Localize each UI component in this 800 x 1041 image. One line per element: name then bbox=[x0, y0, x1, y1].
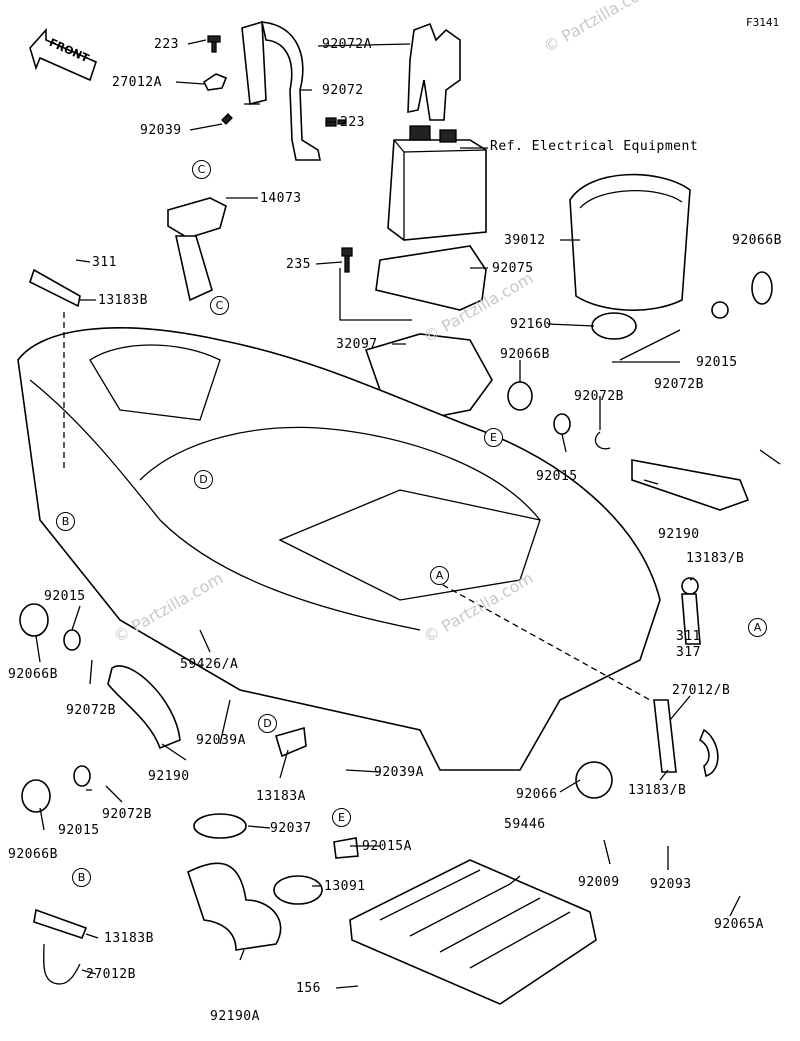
leader-lines bbox=[35, 39, 781, 989]
intake-duct-part bbox=[167, 197, 227, 302]
ref-marker-c: C bbox=[210, 296, 229, 315]
callout-92015-right: 92015 bbox=[696, 355, 738, 370]
ride-plate-part bbox=[349, 859, 597, 1005]
callout-92066b-left2: 92066B bbox=[8, 847, 58, 862]
hose-part bbox=[631, 459, 750, 511]
reference-note: Ref. Electrical Equipment bbox=[490, 139, 699, 154]
strap-13183-part bbox=[653, 699, 677, 773]
callout-235: 235 bbox=[286, 257, 311, 272]
ref-marker-a: A bbox=[430, 566, 449, 585]
callout-13183b-left: 13183B bbox=[104, 931, 154, 946]
callout-92072b-left: 92072B bbox=[66, 703, 116, 718]
flange-part bbox=[575, 761, 613, 799]
battery-part bbox=[387, 125, 487, 241]
clip-92072b-part bbox=[594, 431, 611, 450]
strap-13183b-top-part bbox=[29, 268, 81, 308]
callout-92015a: 92015A bbox=[362, 839, 412, 854]
strap-part bbox=[407, 22, 461, 121]
callout-13183a: 13183A bbox=[256, 789, 306, 804]
callout-92065a: 92065A bbox=[714, 917, 764, 932]
clamp-part bbox=[193, 728, 719, 905]
callout-92075: 92075 bbox=[492, 261, 534, 276]
callout-223b: 223 bbox=[340, 115, 365, 130]
fitting-part bbox=[19, 271, 773, 813]
clip-part bbox=[202, 73, 228, 91]
callout-92190a: 92190A bbox=[210, 1009, 260, 1024]
strap-13183b-part bbox=[681, 593, 701, 645]
callout-13183-b: 13183/B bbox=[686, 551, 745, 566]
callout-92037: 92037 bbox=[270, 821, 312, 836]
callout-311: 311 bbox=[92, 255, 117, 270]
front-arrow-icon bbox=[29, 27, 97, 82]
callout-92066: 92066 bbox=[516, 787, 558, 802]
callout-13183-b2: 13183/B bbox=[628, 783, 687, 798]
callout-13091: 13091 bbox=[324, 879, 366, 894]
callout-156: 156 bbox=[296, 981, 321, 996]
callout-59426: 59426/A bbox=[180, 657, 239, 672]
callout-92190-left: 92190 bbox=[148, 769, 190, 784]
callout-27012b: 27012B bbox=[86, 967, 136, 982]
callout-92039a-mid: 92039A bbox=[374, 765, 424, 780]
ref-marker-d: D bbox=[258, 714, 277, 733]
callout-92072b-mid: 92072B bbox=[574, 389, 624, 404]
ref-marker-e: E bbox=[332, 808, 351, 827]
callout-92066b-mid: 92066B bbox=[500, 347, 550, 362]
callout-92072a: 92072A bbox=[322, 37, 372, 52]
bracket-13183a-part bbox=[275, 726, 307, 758]
callout-27012-b: 27012/B bbox=[672, 683, 731, 698]
ref-marker-b: B bbox=[56, 512, 75, 531]
callout-92015-left: 92015 bbox=[44, 589, 86, 604]
callout-32097: 32097 bbox=[336, 337, 378, 352]
callout-92072b-right: 92072B bbox=[654, 377, 704, 392]
callout-27012a: 27012A bbox=[112, 75, 162, 90]
strap-13183b-bottom-part bbox=[33, 908, 88, 939]
bolt-part bbox=[207, 35, 353, 273]
callout-92093: 92093 bbox=[650, 877, 692, 892]
callout-317: 317 bbox=[676, 645, 701, 660]
figure-code: F3141 bbox=[746, 16, 780, 29]
battery-box-part bbox=[569, 173, 691, 311]
ref-marker-c: C bbox=[192, 160, 211, 179]
hook-27012b-part bbox=[43, 943, 81, 985]
callout-92072: 92072 bbox=[322, 83, 364, 98]
callout-13183b: 13183B bbox=[98, 293, 148, 308]
callout-92066b-right: 92066B bbox=[732, 233, 782, 248]
callout-92015-left2: 92015 bbox=[58, 823, 100, 838]
hose-part-left bbox=[107, 665, 181, 750]
callout-14073: 14073 bbox=[260, 191, 302, 206]
callout-92072b-left2: 92072B bbox=[102, 807, 152, 822]
callout-92039: 92039 bbox=[140, 123, 182, 138]
ref-marker-e: E bbox=[484, 428, 503, 447]
cap-part bbox=[591, 312, 637, 340]
handle-pole-part bbox=[241, 20, 321, 161]
battery-pad-part bbox=[375, 245, 487, 311]
callout-92066b-left: 92066B bbox=[8, 667, 58, 682]
elbow-hose-part bbox=[187, 862, 282, 951]
callout-92039a-left: 92039A bbox=[196, 733, 246, 748]
callout-92009: 92009 bbox=[578, 875, 620, 890]
ref-marker-b: B bbox=[72, 868, 91, 887]
callout-92160: 92160 bbox=[510, 317, 552, 332]
ref-marker-d: D bbox=[194, 470, 213, 489]
callout-39012: 39012 bbox=[504, 233, 546, 248]
callout-59446: 59446 bbox=[504, 817, 546, 832]
bracket-92015a-part bbox=[333, 837, 359, 859]
callout-223: 223 bbox=[154, 37, 179, 52]
callout-311-a: 311 bbox=[676, 629, 701, 644]
ref-marker-a: A bbox=[748, 618, 767, 637]
callout-92015-mid: 92015 bbox=[536, 469, 578, 484]
callout-92190: 92190 bbox=[658, 527, 700, 542]
